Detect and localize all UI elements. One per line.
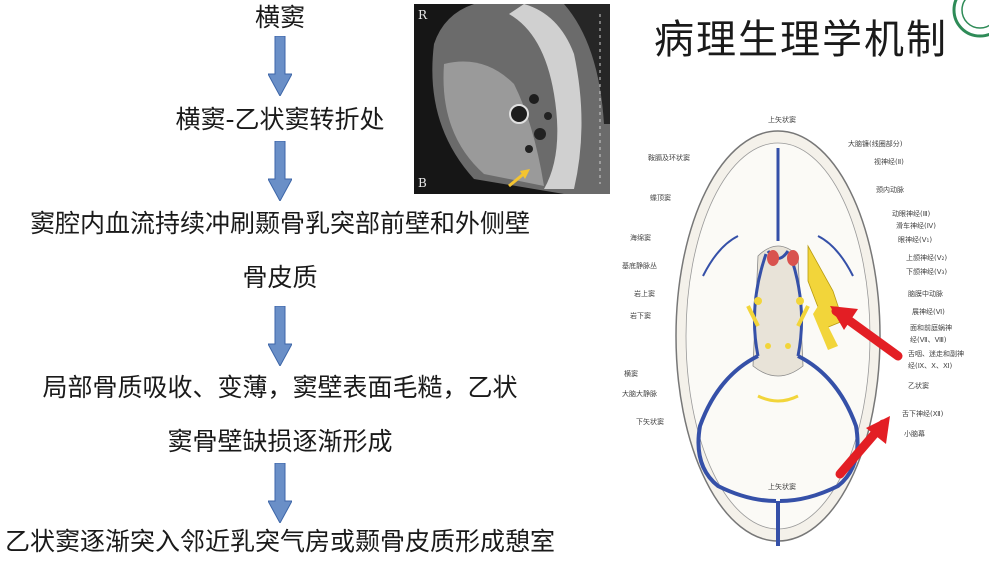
flow-step-4: 骨皮质	[242, 263, 318, 292]
down-arrow-icon	[268, 36, 292, 96]
down-arrow-icon	[268, 463, 292, 523]
diagram-label: 经(Ⅶ、Ⅷ)	[910, 335, 947, 344]
dural-sinus-drawing: 上矢状窦 大脑镰(线圈部分) 上矢状窦 鞍膈及环状窦 蝶顶窦 海绵窦 基底静脉丛…	[622, 115, 964, 546]
diagram-label: 眼神经(V₁)	[898, 235, 932, 244]
dural-sinus-diagram: 上矢状窦 大脑镰(线圈部分) 上矢状窦 鞍膈及环状窦 蝶顶窦 海绵窦 基底静脉丛…	[608, 106, 989, 560]
diagram-label: 下颌神经(V₃)	[906, 267, 947, 276]
down-arrow-icon	[268, 306, 292, 366]
diagram-label: 海绵窦	[630, 233, 651, 242]
ct-scan-image: R B	[414, 4, 610, 194]
diagram-label: 大脑大静脉	[622, 389, 657, 398]
ct-scan-drawing	[414, 4, 610, 194]
diagram-label: 基底静脉丛	[622, 261, 657, 270]
diagram-label: 下矢状窦	[636, 417, 664, 426]
ct-label-top: R	[418, 8, 428, 22]
diagram-label: 舌下神经(Ⅻ)	[902, 409, 944, 418]
flow-step-5-line-1: 局部骨质吸收、变薄，窦壁表面毛糙，乙状	[42, 373, 518, 402]
page-title: 病理生理学机制	[654, 17, 948, 63]
diagram-label: 上矢状窦	[768, 482, 796, 491]
diagram-label: 舌咽、迷走和副神	[908, 349, 964, 358]
diagram-label: 经(Ⅸ、Ⅹ、Ⅺ)	[908, 361, 952, 370]
diagram-label: 岩下窦	[630, 311, 651, 320]
down-arrow-icon	[268, 141, 292, 201]
logo-icon	[952, 0, 989, 38]
diagram-label: 滑车神经(Ⅳ)	[896, 221, 936, 230]
flow-step-1: 横窦	[254, 3, 305, 32]
diagram-label: 大脑镰(线圈部分)	[848, 139, 903, 148]
diagram-label: 横窦	[624, 369, 638, 378]
diagram-label: 上矢状窦	[768, 115, 796, 124]
diagram-label: 展神经(Ⅵ)	[912, 307, 945, 316]
diagram-label: 乙状窦	[908, 381, 929, 390]
diagram-label: 蝶顶窦	[650, 193, 671, 202]
flow-step-2: 横窦-乙状窦转折处	[175, 105, 385, 134]
diagram-label: 小脑幕	[904, 429, 925, 438]
diagram-label: 颈内动脉	[876, 185, 904, 194]
diagram-label: 上颌神经(V₂)	[906, 253, 947, 262]
diagram-label: 脑膜中动脉	[908, 289, 943, 298]
diagram-label: 鞍膈及环状窦	[648, 153, 690, 162]
flow-step-5-line-2: 窦骨壁缺损逐渐形成	[167, 427, 393, 456]
diagram-label: 面和前庭蜗神	[910, 323, 952, 332]
diagram-label: 动眼神经(Ⅲ)	[892, 209, 931, 218]
diagram-label: 岩上窦	[634, 289, 655, 298]
ct-label-bottom: B	[418, 176, 427, 190]
diagram-label: 视神经(Ⅱ)	[874, 157, 904, 166]
flow-step-3: 窦腔内血流持续冲刷颞骨乳突部前壁和外侧壁	[29, 209, 530, 238]
flow-step-6: 乙状窦逐渐突入邻近乳突气房或颞骨皮质形成憩室	[4, 527, 555, 556]
